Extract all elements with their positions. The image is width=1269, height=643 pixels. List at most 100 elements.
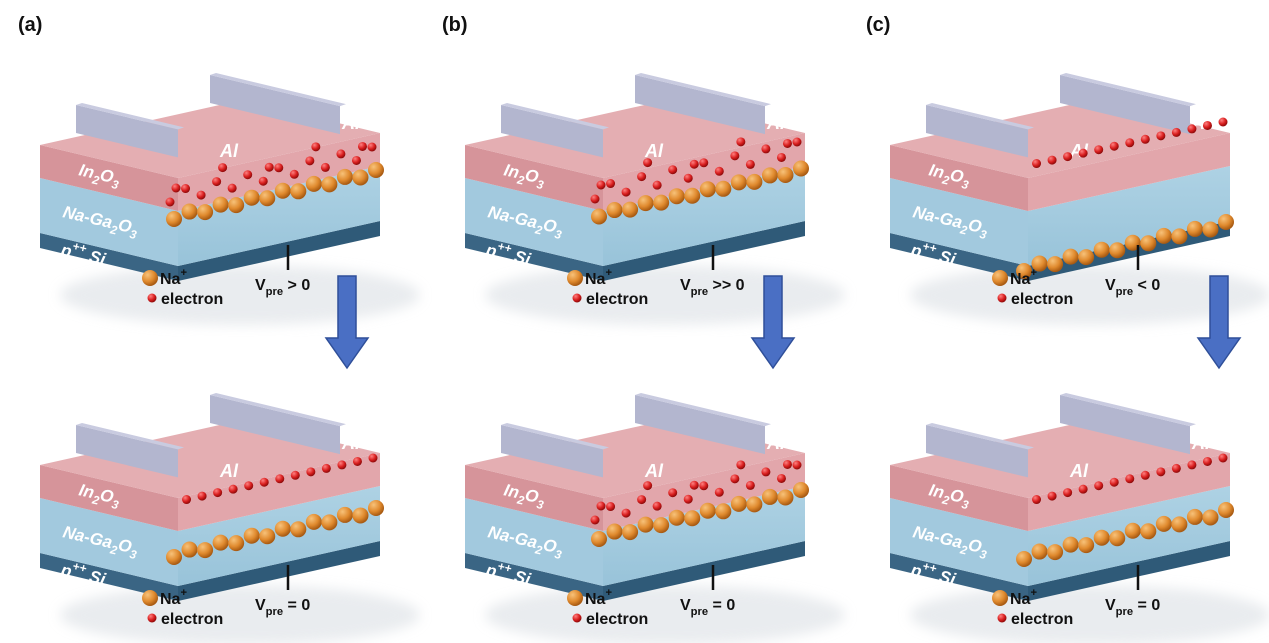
- ion-group: [591, 160, 809, 225]
- substrate-front: [40, 553, 178, 601]
- legend-electron-icon: [147, 613, 157, 623]
- channel-label: In2O3: [926, 160, 972, 192]
- electron-particle: [730, 474, 740, 484]
- ion-particle: [761, 488, 778, 505]
- ion-particle: [1031, 255, 1048, 272]
- electron-particle: [1140, 134, 1150, 144]
- electron-particle: [1063, 152, 1073, 162]
- electron-particle: [352, 456, 362, 466]
- legend-electron-label: electron: [1011, 611, 1073, 628]
- electron-group: [165, 141, 377, 207]
- ion-particle: [243, 527, 260, 544]
- ion-particle: [761, 167, 778, 184]
- electron-particle: [643, 481, 653, 491]
- electron-particle: [606, 179, 616, 189]
- electrode-right: [210, 73, 346, 135]
- electrode-front: [1060, 395, 1190, 455]
- substrate-front: [890, 233, 1028, 281]
- electron-particle: [311, 142, 321, 152]
- dielectric-front: [890, 178, 1028, 266]
- channel-front: [890, 145, 1028, 211]
- electron-particle: [1094, 145, 1104, 155]
- electron-particle: [171, 183, 181, 193]
- panel-b-label: (b): [442, 14, 468, 36]
- electron-particle: [305, 156, 315, 166]
- voltage-label: Vpre = 0: [680, 597, 735, 618]
- electron-particle: [181, 184, 191, 194]
- electrode-top: [210, 73, 346, 107]
- substrate-label: p++ Si: [908, 236, 959, 269]
- electron-particle: [736, 460, 746, 470]
- electron-particle: [320, 162, 330, 172]
- electron-particle: [1187, 460, 1197, 470]
- electron-particle: [745, 480, 755, 490]
- electron-particle: [259, 477, 269, 487]
- channel-label: In2O3: [926, 480, 972, 512]
- channel-front: [465, 465, 603, 531]
- electron-particle: [367, 142, 377, 152]
- ion-particle: [321, 514, 338, 531]
- ion-particle: [1218, 214, 1234, 230]
- device-shadow: [485, 585, 845, 643]
- legend-ion-icon: [992, 270, 1008, 286]
- panel-c-label: (c): [866, 14, 891, 36]
- ion-particle: [321, 176, 338, 193]
- voltage-label: Vpre = 0: [1105, 597, 1160, 618]
- electrode-top: [501, 423, 609, 450]
- legend-ion-label: Na+: [160, 267, 187, 288]
- electrode-top: [76, 423, 184, 450]
- channel-label: In2O3: [501, 480, 547, 512]
- legend-electron-icon: [997, 613, 1007, 623]
- electrode-label-right: Al: [766, 433, 786, 453]
- electron-particle: [336, 149, 346, 159]
- electrode-top: [926, 423, 1034, 450]
- dielectric-front: [40, 498, 178, 586]
- ion-particle: [591, 208, 607, 225]
- device-shadow: [485, 265, 845, 325]
- ion-particle: [606, 523, 623, 540]
- electron-particle: [197, 491, 207, 501]
- voltage-label: Vpre < 0: [1105, 277, 1160, 298]
- ion-particle: [181, 203, 198, 220]
- electrode-left: [501, 103, 609, 158]
- ion-particle: [368, 500, 384, 516]
- electron-particle: [689, 480, 699, 490]
- electron-particle: [212, 177, 222, 187]
- ion-particle: [1047, 256, 1064, 273]
- ion-particle: [336, 168, 353, 185]
- electron-particle: [736, 137, 746, 147]
- electron-particle: [1047, 491, 1057, 501]
- electron-particle: [606, 502, 616, 512]
- substrate-right: [603, 541, 805, 601]
- dielectric-front: [40, 178, 178, 266]
- electron-particle: [1218, 453, 1228, 463]
- legend-electron-label: electron: [1011, 291, 1073, 308]
- ion-particle: [228, 535, 245, 552]
- substrate-label: p++ Si: [58, 556, 109, 589]
- ion-particle: [1202, 221, 1219, 238]
- ion-particle: [1140, 523, 1157, 540]
- legend-electron-icon: [997, 293, 1007, 303]
- electrode-label-right: Al: [341, 433, 361, 453]
- arrow-shape: [750, 275, 796, 370]
- legend-electron-icon: [147, 293, 157, 303]
- electrode-label-right: Al: [766, 113, 786, 133]
- arrow-a: [324, 275, 370, 370]
- ion-particle: [1093, 241, 1110, 258]
- electron-particle: [357, 141, 367, 151]
- ion-particle: [336, 506, 353, 523]
- ion-particle: [1062, 536, 1079, 553]
- electrode-front: [501, 105, 603, 158]
- electrode-front: [635, 395, 765, 455]
- ion-particle: [1093, 529, 1110, 546]
- electron-particle: [714, 166, 724, 176]
- arrow-shape: [1196, 275, 1242, 370]
- ion-particle: [637, 516, 654, 533]
- electron-particle: [1202, 456, 1212, 466]
- electron-particle: [196, 190, 206, 200]
- electron-particle: [368, 453, 378, 463]
- electrode-label-right: Al: [341, 113, 361, 133]
